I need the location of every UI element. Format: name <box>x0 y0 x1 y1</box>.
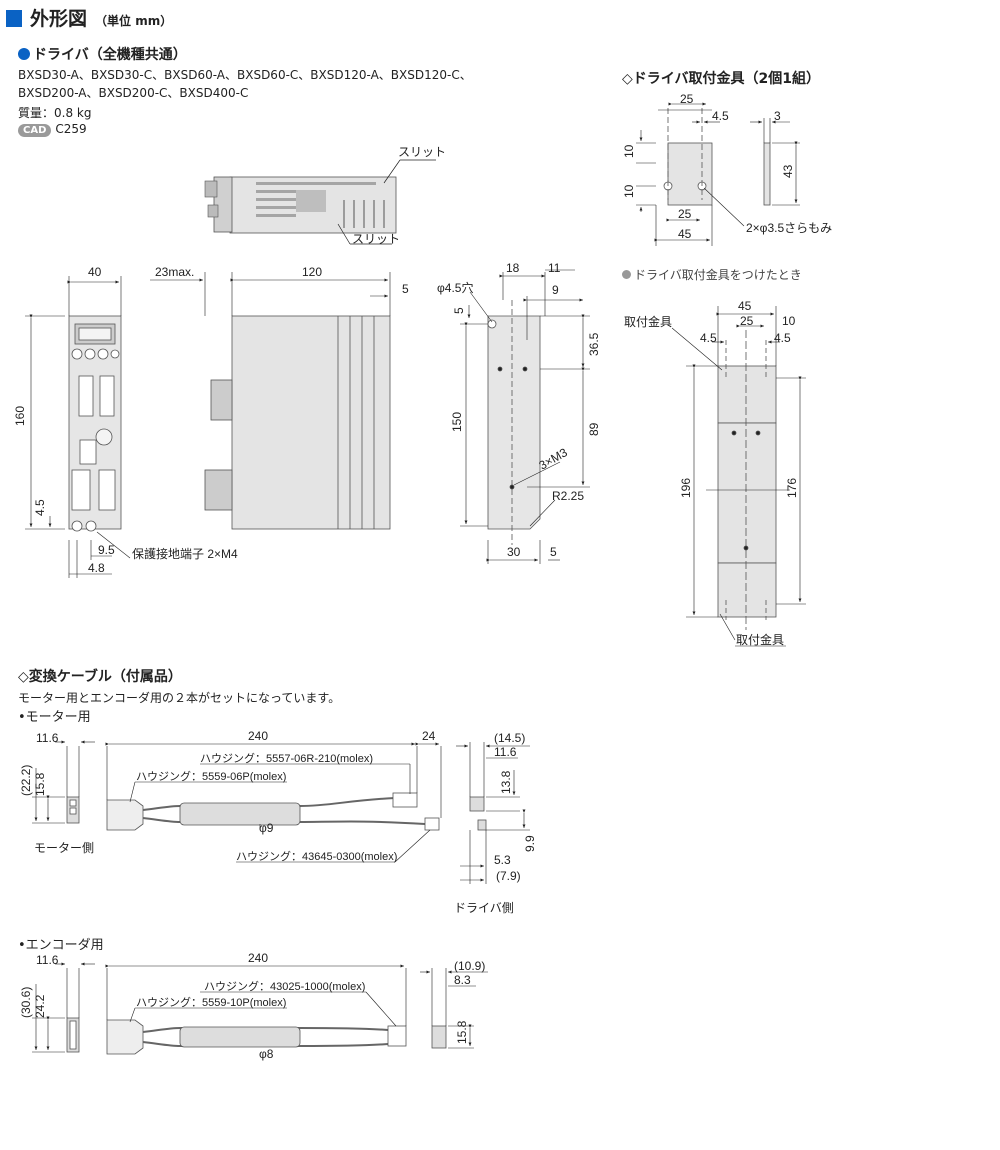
slit-label-bottom: スリット <box>352 232 400 246</box>
driver-mass: 質量：0.8 kg <box>18 106 92 120</box>
encoder-dim-10-9: (10.9) <box>454 959 485 973</box>
motor-dim-240: 240 <box>248 729 268 743</box>
attached-dim-196: 196 <box>679 478 693 498</box>
cad-badge[interactable]: CAD <box>18 124 52 137</box>
dim-5b: 5 <box>452 307 466 314</box>
motor-side-label: モーター側 <box>34 841 94 855</box>
title-square-icon <box>6 10 22 27</box>
encoder-housing-2: ハウジング：5559-10P(molex) <box>136 995 286 1009</box>
motor-cable-title: •モーター用 <box>18 710 91 725</box>
r2-25-label: R2.25 <box>552 489 584 503</box>
dim-5: 5 <box>402 282 409 296</box>
bracket-dim-43: 43 <box>781 164 795 178</box>
bracket-dim-10b: 10 <box>622 184 636 198</box>
motor-dim-24: 24 <box>422 729 436 743</box>
encoder-dim-15-8: 15.8 <box>455 1020 469 1044</box>
attached-view <box>717 330 777 630</box>
attached-dim-45: 45 <box>738 299 752 313</box>
dim-40: 40 <box>88 265 102 279</box>
note-dot-icon <box>622 270 631 279</box>
dim-4-5: 4.5 <box>33 499 47 516</box>
bracket-side-view <box>763 142 771 206</box>
hole-label: φ4.5穴 <box>437 280 473 295</box>
motor-dim-13-8: 13.8 <box>499 770 513 794</box>
dim-160: 160 <box>13 406 27 426</box>
dim-23max: 23max. <box>155 265 194 279</box>
encoder-cable-drawing <box>66 1017 447 1055</box>
cable-note: モーター用とエンコーダ用の２本がセットになっています。 <box>18 691 341 705</box>
motor-dim-15-8: 15.8 <box>33 772 47 796</box>
encoder-dim-30-6: (30.6) <box>19 987 33 1018</box>
dim-18: 18 <box>506 261 520 275</box>
attached-dim-10: 10 <box>782 314 796 328</box>
bullet-dot-icon <box>18 48 30 60</box>
title-text: 外形図 <box>30 8 88 30</box>
cad-code[interactable]: C259 <box>55 122 87 136</box>
bracket-dim-10a: 10 <box>622 144 636 158</box>
driver-front-view <box>68 315 122 532</box>
dim-30: 30 <box>507 545 521 559</box>
encoder-cable-title: •エンコーダ用 <box>18 938 104 953</box>
motor-dim-5-3: 5.3 <box>494 853 511 867</box>
bracket-dim-4-5: 4.5 <box>712 109 729 123</box>
attached-dim-176: 176 <box>785 478 799 498</box>
driver-section-title: ドライバ（全機種共通） <box>18 44 187 64</box>
bracket-label-top: 取付金具 <box>624 314 672 329</box>
motor-cable-drawing <box>66 792 487 831</box>
dim-5c: 5 <box>550 545 557 559</box>
encoder-dim-11-6: 11.6 <box>36 953 59 967</box>
encoder-dim-24-2: 24.2 <box>33 994 47 1018</box>
motor-phi-9: φ9 <box>259 821 274 835</box>
bracket-dim-45: 45 <box>678 227 692 241</box>
attached-dim-4-5b: 4.5 <box>774 331 791 345</box>
motor-dim-14-5: (14.5) <box>494 731 525 745</box>
encoder-phi-8: φ8 <box>259 1047 274 1061</box>
dim-150: 150 <box>450 412 464 432</box>
driver-3d-view <box>204 176 397 234</box>
cable-section-title: ◇変換ケーブル（付属品） <box>18 669 182 685</box>
slit-labels: スリット スリット <box>337 145 446 246</box>
encoder-dim-8-3: 8.3 <box>454 973 471 987</box>
dim-11: 11 <box>548 261 561 275</box>
motor-dim-22-2: (22.2) <box>19 765 33 796</box>
page-title: 外形図 （単位 mm） <box>6 4 172 31</box>
motor-housing-2: ハウジング：5559-06P(molex) <box>136 769 286 783</box>
slit-label-top: スリット <box>398 145 446 159</box>
bracket-dim-25b: 25 <box>678 207 692 221</box>
attached-dim-4-5a: 4.5 <box>700 331 717 345</box>
driver-title-text: ドライバ（全機種共通） <box>33 47 187 63</box>
motor-dim-9-9: 9.9 <box>523 835 537 852</box>
bracket-section-title: ◇ドライバ取付金具（2個1組） <box>622 71 820 87</box>
motor-dim-11-6b: 11.6 <box>494 745 517 759</box>
ground-terminal-label: 保護接地端子 2×M4 <box>132 546 238 561</box>
m3-label: 3×M3 <box>537 445 571 472</box>
dim-120: 120 <box>302 265 322 279</box>
bracket-label-bottom: 取付金具 <box>736 632 784 647</box>
bracket-holes-label: 2×φ3.5さらもみ <box>746 221 832 235</box>
dim-9: 9 <box>552 283 559 297</box>
bracket-attached-note: ドライバ取付金具をつけたとき <box>622 266 802 283</box>
bracket-dim-25: 25 <box>680 92 694 106</box>
driver-models-line2: BXSD200-A、BXSD200-C、BXSD400-C <box>18 86 249 100</box>
bracket-front-view <box>663 108 713 206</box>
driver-side-view <box>204 315 391 530</box>
dim-9-5: 9.5 <box>98 543 115 557</box>
attached-dim-25: 25 <box>740 314 754 328</box>
motor-dim-11-6: 11.6 <box>36 731 59 745</box>
driver-rear-view <box>487 300 541 545</box>
dim-4-8: 4.8 <box>88 561 105 575</box>
dim-36-5: 36.5 <box>587 332 601 356</box>
driver-side-label: ドライバ側 <box>454 901 514 915</box>
motor-housing-3: ハウジング：43645-0300(molex) <box>236 849 397 863</box>
unit-note: （単位 mm） <box>95 14 173 28</box>
encoder-dim-240: 240 <box>248 951 268 965</box>
driver-models-line1: BXSD30-A、BXSD30-C、BXSD60-A、BXSD60-C、BXSD… <box>18 68 472 82</box>
dim-89: 89 <box>587 422 601 436</box>
bracket-dim-3: 3 <box>774 109 781 123</box>
encoder-housing-1: ハウジング：43025-1000(molex) <box>204 979 365 993</box>
motor-dim-7-9: (7.9) <box>496 869 521 883</box>
motor-housing-1: ハウジング：5557-06R-210(molex) <box>200 751 373 765</box>
